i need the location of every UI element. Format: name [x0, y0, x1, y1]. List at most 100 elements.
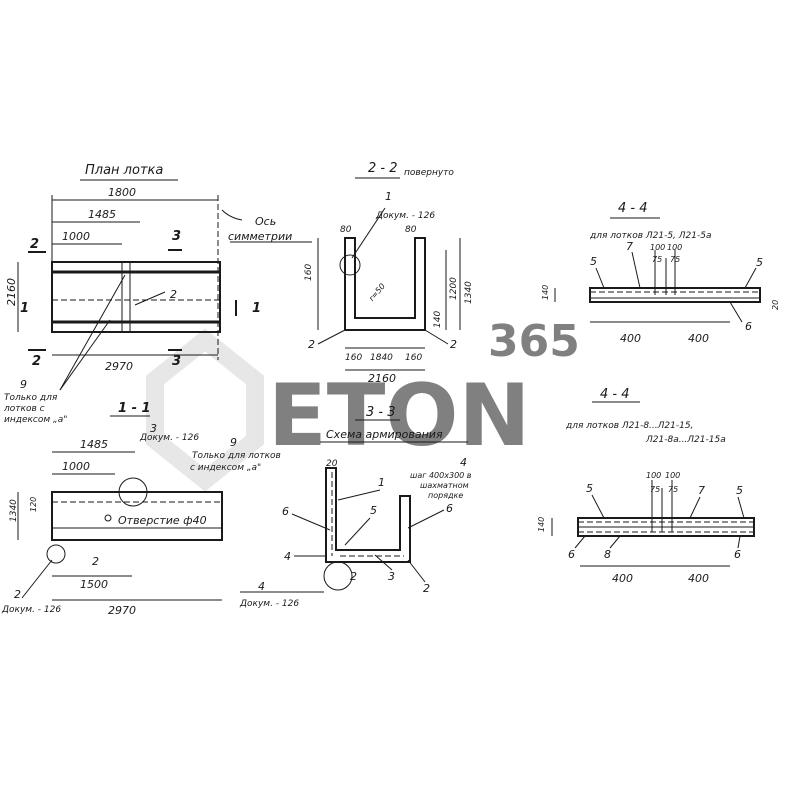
plan-mark-9: 9 [20, 378, 27, 391]
section-11-mark-3: 3 [150, 422, 157, 435]
section-44-top-title: 4 - 4 [618, 201, 648, 216]
section-44-bottom-subtitle-2: Л21-8а...Л21-15а [645, 435, 726, 445]
section-11-note-2: с индексом „а" [190, 463, 261, 473]
section-44-bottom-dim-75a: 75 [650, 485, 660, 494]
section-11-mark-2b: 2 [14, 588, 21, 601]
section-11-doc2: Докум. - 126 [1, 605, 61, 615]
section-44-bottom-dim-400b: 400 [688, 572, 709, 585]
section-33-title: 3 - 3 [366, 405, 396, 420]
section-2-2: 2 - 2 повернуто 1 Докум. - 126 80 80 160… [304, 161, 474, 385]
section-11-dim-2970: 2970 [108, 604, 136, 617]
plan-section-3b: 3 [172, 354, 181, 369]
section-44-bottom-mark-6a: 6 [568, 548, 575, 561]
section-11-dim-1485: 1485 [80, 438, 108, 451]
section-44-bottom-dim-100b: 100 [665, 471, 680, 480]
section-22-title: 2 - 2 [368, 161, 398, 176]
section-44-bottom-mark-5b: 5 [736, 484, 743, 497]
axis-label-2: симметрии [228, 230, 292, 243]
section-44-top-mark-6: 6 [745, 320, 752, 333]
section-33-mark-2b: 2 [423, 582, 430, 595]
section-11-hole-icon [104, 514, 112, 522]
section-11-corner-circle [46, 544, 66, 564]
section-44-top-dim-75a: 75 [652, 255, 662, 264]
section-33-u-profile [325, 467, 411, 563]
section-11-note-1: Только для лотков [192, 451, 281, 461]
section-22-doc: Докум. - 126 [375, 211, 435, 221]
section-22-subtitle: повернуто [404, 168, 454, 178]
section-44-bottom-mark-5a: 5 [586, 482, 593, 495]
section-22-mark-2a: 2 [308, 338, 315, 351]
section-11-doc: Докум. - 126 [139, 433, 199, 443]
section-44-top-dim-140: 140 [541, 285, 550, 300]
section-33-dim-20: 20 [326, 459, 338, 469]
section-11-outline [51, 491, 223, 541]
section-44-top-dim-100a: 100 [650, 243, 665, 252]
section-44-top-dim-400b: 400 [688, 332, 709, 345]
plan-note-2: лотков с [3, 404, 45, 414]
section-22-dim-160a: 160 [345, 353, 362, 363]
section-33-step-2: шахматном [420, 481, 469, 490]
plan-dim-1800: 1800 [108, 186, 136, 199]
plan-view: План лотка Ось симметрии 1800 1485 1000 … [3, 163, 312, 425]
section-44-top-subtitle: для лотков Л21-5, Л21-5а [589, 231, 711, 241]
section-11-detail-circle [118, 477, 148, 507]
section-44-bottom-mark-6b: 6 [734, 548, 741, 561]
section-44-bottom-dim-400a: 400 [612, 572, 633, 585]
section-22-u-profile [344, 237, 426, 331]
watermark: ETON 365 [146, 316, 580, 492]
section-22-dim-160: 160 [304, 264, 314, 281]
section-11-dim-1500: 1500 [80, 578, 108, 591]
section-4-4-top: 4 - 4 для лотков Л21-5, Л21-5а 100 100 7… [541, 201, 780, 345]
section-33-mark-1: 1 [378, 476, 385, 489]
section-44-bottom-subtitle-1: для лотков Л21-8...Л21-15, [565, 421, 693, 431]
section-11-dim-1000: 1000 [62, 460, 90, 473]
section-22-dim-2160: 2160 [368, 372, 396, 385]
section-3-3: 3 - 3 Схема армирования 20 4 шаг 400х300… [239, 405, 472, 609]
section-11-mark-2a: 2 [92, 555, 99, 568]
section-44-top-slab [589, 287, 761, 303]
section-44-top-mark-5b: 5 [756, 256, 763, 269]
plan-dim-1000: 1000 [62, 230, 90, 243]
section-33-step-3: порядке [428, 491, 463, 500]
section-22-dim-80a: 80 [340, 225, 352, 235]
section-44-bottom-title: 4 - 4 [600, 387, 630, 402]
section-44-top-dim-20: 20 [771, 300, 780, 310]
section-22-dim-1340: 1340 [464, 281, 474, 304]
section-4-4-bottom: 4 - 4 для лотков Л21-8...Л21-15, Л21-8а.… [537, 387, 755, 585]
watermark-number: 365 [488, 316, 580, 367]
watermark-brand: ETON [268, 366, 531, 466]
plan-title: План лотка [85, 163, 163, 178]
plan-mark-2: 2 [170, 288, 177, 301]
section-33-mark-4a: 4 [460, 456, 467, 469]
watermark-logo-icon [146, 328, 264, 492]
plan-dim-2970: 2970 [105, 360, 133, 373]
section-33-mark-4b: 4 [284, 550, 291, 563]
section-44-top-mark-5a: 5 [590, 255, 597, 268]
section-22-detail-circle [339, 254, 361, 276]
section-44-bottom-dim-100a: 100 [646, 471, 661, 480]
section-22-mark-2b: 2 [450, 338, 457, 351]
plan-note-3: индексом „а" [4, 415, 67, 425]
section-44-top-dim-400a: 400 [620, 332, 641, 345]
section-44-bottom-mark-7: 7 [698, 484, 705, 497]
section-11-title: 1 - 1 [118, 401, 151, 416]
section-22-dim-1840: 1840 [370, 353, 393, 363]
section-1-1: 1 - 1 3 Докум. - 126 9 Только для лотков… [1, 401, 281, 617]
section-11-mark-9: 9 [230, 436, 237, 449]
section-22-dim-1200: 1200 [449, 277, 459, 300]
plan-section-1b: 1 [252, 301, 261, 316]
section-33-subtitle: Схема армирования [326, 428, 443, 441]
section-11-hole: Отверстие ф40 [118, 514, 207, 527]
plan-section-1a: 1 [20, 301, 29, 316]
section-44-bottom-mark-8: 8 [604, 548, 611, 561]
section-33-mark-6a: 6 [282, 505, 289, 518]
plan-section-2b: 2 [32, 354, 41, 369]
section-44-top-dim-75b: 75 [670, 255, 680, 264]
plan-note-1: Только для [4, 393, 58, 403]
section-44-bottom-dim-140: 140 [537, 517, 546, 532]
section-11-dim-120: 120 [29, 497, 38, 512]
section-33-mark-5: 5 [370, 504, 377, 517]
section-44-top-dim-100b: 100 [667, 243, 682, 252]
section-33-mark-4c: 4 [258, 580, 265, 593]
section-22-mark-1: 1 [385, 190, 392, 203]
